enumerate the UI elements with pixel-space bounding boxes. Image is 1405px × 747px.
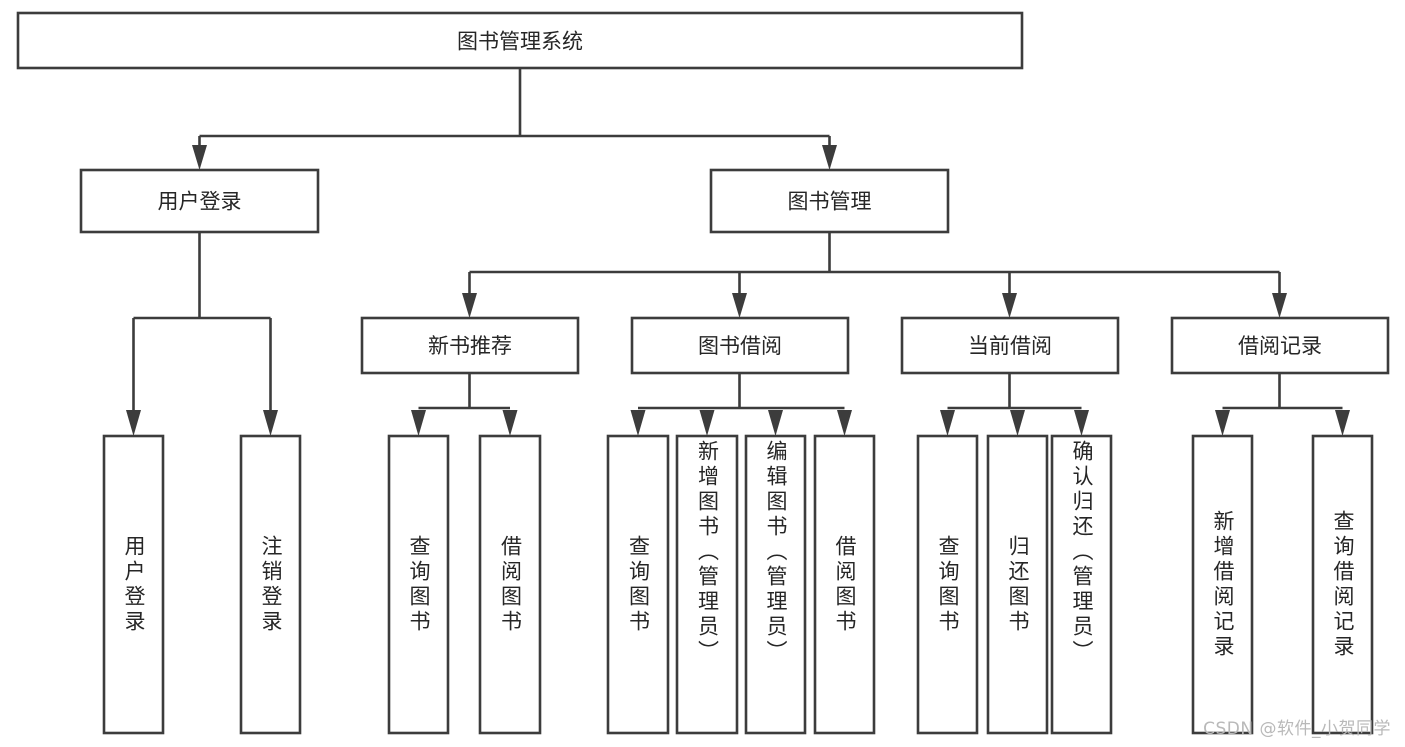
arrowhead-current-borrow-leaf-3: [1074, 410, 1089, 436]
node-leaf-edit-book-box[interactable]: [744, 434, 807, 735]
node-root-label: 图书管理系统: [457, 30, 583, 54]
node-new-book-recommend-box[interactable]: [360, 316, 580, 375]
node-book-borrow-label: 图书借阅: [698, 334, 782, 358]
arrowhead-to-current-borrow: [1002, 293, 1017, 318]
node-leaf-add-record-box[interactable]: [1191, 434, 1254, 735]
arrowhead-book-borrow-leaf-1: [630, 410, 646, 436]
node-current-borrow-box[interactable]: [900, 316, 1120, 375]
node-leaf-query-book-3-box[interactable]: [916, 434, 979, 735]
arrowhead-to-borrow-record: [1272, 293, 1287, 318]
node-user-login-box[interactable]: [79, 168, 320, 234]
arrowhead-book-borrow-leaf-2: [699, 410, 715, 436]
node-borrow-record-box[interactable]: [1170, 316, 1390, 375]
arrowhead-user-login-leaf-2: [263, 410, 278, 436]
node-book-manage[interactable]: 图书管理: [709, 168, 950, 234]
node-leaf-query-book-2-box[interactable]: [606, 434, 670, 735]
connector-layer: [126, 68, 1350, 436]
node-new-book-recommend[interactable]: 新书推荐: [360, 316, 580, 375]
arrowhead-root-to-book-manage: [822, 145, 837, 170]
arrowhead-user-login-leaf-1: [126, 410, 141, 436]
arrowhead-book-borrow-leaf-4: [837, 410, 852, 436]
node-root[interactable]: 图书管理系统: [16, 11, 1024, 70]
node-leaf-confirm-return-box[interactable]: [1050, 434, 1113, 735]
csdn-watermark: CSDN @软件_小贺同学: [1203, 719, 1391, 739]
node-user-login[interactable]: 用户登录: [79, 168, 320, 234]
leaf-box-layer: [102, 434, 1374, 735]
node-current-borrow-label: 当前借阅: [968, 334, 1052, 358]
node-current-borrow[interactable]: 当前借阅: [900, 316, 1120, 375]
node-borrow-record-label: 借阅记录: [1238, 334, 1322, 358]
node-leaf-query-book-1-box[interactable]: [387, 434, 450, 735]
node-book-borrow-box[interactable]: [630, 316, 850, 375]
arrowhead-current-borrow-leaf-2: [1010, 410, 1025, 436]
node-book-manage-box[interactable]: [709, 168, 950, 234]
node-borrow-record[interactable]: 借阅记录: [1170, 316, 1390, 375]
arrowhead-book-borrow-leaf-3: [768, 410, 783, 436]
node-book-manage-label: 图书管理: [788, 190, 872, 214]
node-leaf-borrow-book-2-box[interactable]: [813, 434, 876, 735]
node-leaf-user-logout-box[interactable]: [239, 434, 302, 735]
arrowhead-current-borrow-leaf-1: [940, 410, 955, 436]
node-leaf-add-book-box[interactable]: [675, 434, 739, 735]
node-user-login-label: 用户登录: [158, 190, 242, 214]
node-leaf-return-book-box[interactable]: [986, 434, 1049, 735]
arrowhead-borrow-record-leaf-1: [1215, 410, 1230, 436]
node-book-borrow[interactable]: 图书借阅: [630, 316, 850, 375]
node-leaf-borrow-book-1-box[interactable]: [478, 434, 542, 735]
arrowhead-new-book-leaf-2: [502, 410, 518, 436]
arrowhead-borrow-record-leaf-2: [1335, 410, 1350, 436]
node-leaf-user-login-box[interactable]: [102, 434, 165, 735]
arrowhead-to-book-borrow: [732, 293, 747, 318]
node-root-box[interactable]: [16, 11, 1024, 70]
arrowhead-new-book-leaf-1: [411, 410, 426, 436]
arrowhead-to-new-book-recommend: [462, 293, 477, 318]
node-new-book-recommend-label: 新书推荐: [428, 334, 512, 358]
node-leaf-query-record-box[interactable]: [1311, 434, 1374, 735]
arrowhead-root-to-user-login: [192, 145, 207, 170]
